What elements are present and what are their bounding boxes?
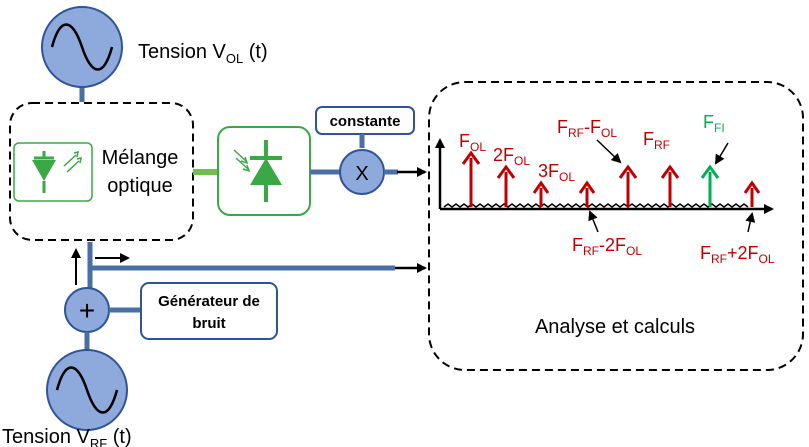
peak-label-frf-plus-2fol: FRF+2FOL <box>700 243 775 266</box>
analyse-label: Analyse et calculs <box>535 316 695 338</box>
analyse-box <box>428 81 804 371</box>
multiplier-label: X <box>355 163 368 185</box>
peak-label-frf-fol: FRF-FOL <box>557 117 617 140</box>
peak-label-3f-ol: 3FOL <box>538 161 575 184</box>
laser-diode-icon <box>32 150 82 193</box>
constante-box <box>315 106 415 135</box>
peak-frf <box>660 164 680 207</box>
peak-2f-ol <box>496 164 516 207</box>
melange-label-line1: Mélange <box>102 147 179 169</box>
peak-label-2f-ol: 2FOL <box>493 145 530 168</box>
peak-frf-2fol <box>578 180 596 207</box>
sine-wave-icon <box>55 366 119 414</box>
peak-frf-fol <box>618 164 638 207</box>
oscillator-ol <box>41 6 123 102</box>
laser-diode-box <box>13 142 93 202</box>
pointer-frf-fol <box>596 139 622 164</box>
generateur-bruit-box <box>140 282 278 340</box>
melange-label-line2: optique <box>107 175 173 197</box>
constante-label: constante <box>330 113 401 130</box>
generateur-label-line2: bruit <box>192 315 225 332</box>
pointer-ffi <box>714 142 729 165</box>
peak-label-frf-2fol: FRF-2FOL <box>572 235 642 258</box>
peak-label-ffi: FFI <box>703 112 725 135</box>
tension-ol-label: Tension VOL (t) <box>138 41 268 66</box>
melange-optique-box <box>9 102 194 241</box>
peak-label-frf: FRF <box>643 129 670 152</box>
adder-label: + <box>79 295 95 326</box>
photodiode-icon <box>233 140 282 202</box>
noise-floor <box>443 203 749 208</box>
generateur-label-line1: Générateur de <box>158 293 260 310</box>
pointer-frf-2fol <box>588 210 599 233</box>
peak-frf-2fol-plus <box>743 180 761 207</box>
peak-3f-ol <box>532 180 550 207</box>
tension-rf-label: Tension VRF (t) <box>2 426 132 447</box>
sine-wave-icon <box>50 23 114 71</box>
peak-label-f-ol: FOL <box>459 131 486 154</box>
pointer-frf-plus-2fol <box>745 212 756 233</box>
peak-ffi <box>700 164 720 207</box>
spectrum-peaks <box>461 150 761 207</box>
oscillator-rf <box>46 349 128 431</box>
peak-f-ol <box>461 150 481 207</box>
